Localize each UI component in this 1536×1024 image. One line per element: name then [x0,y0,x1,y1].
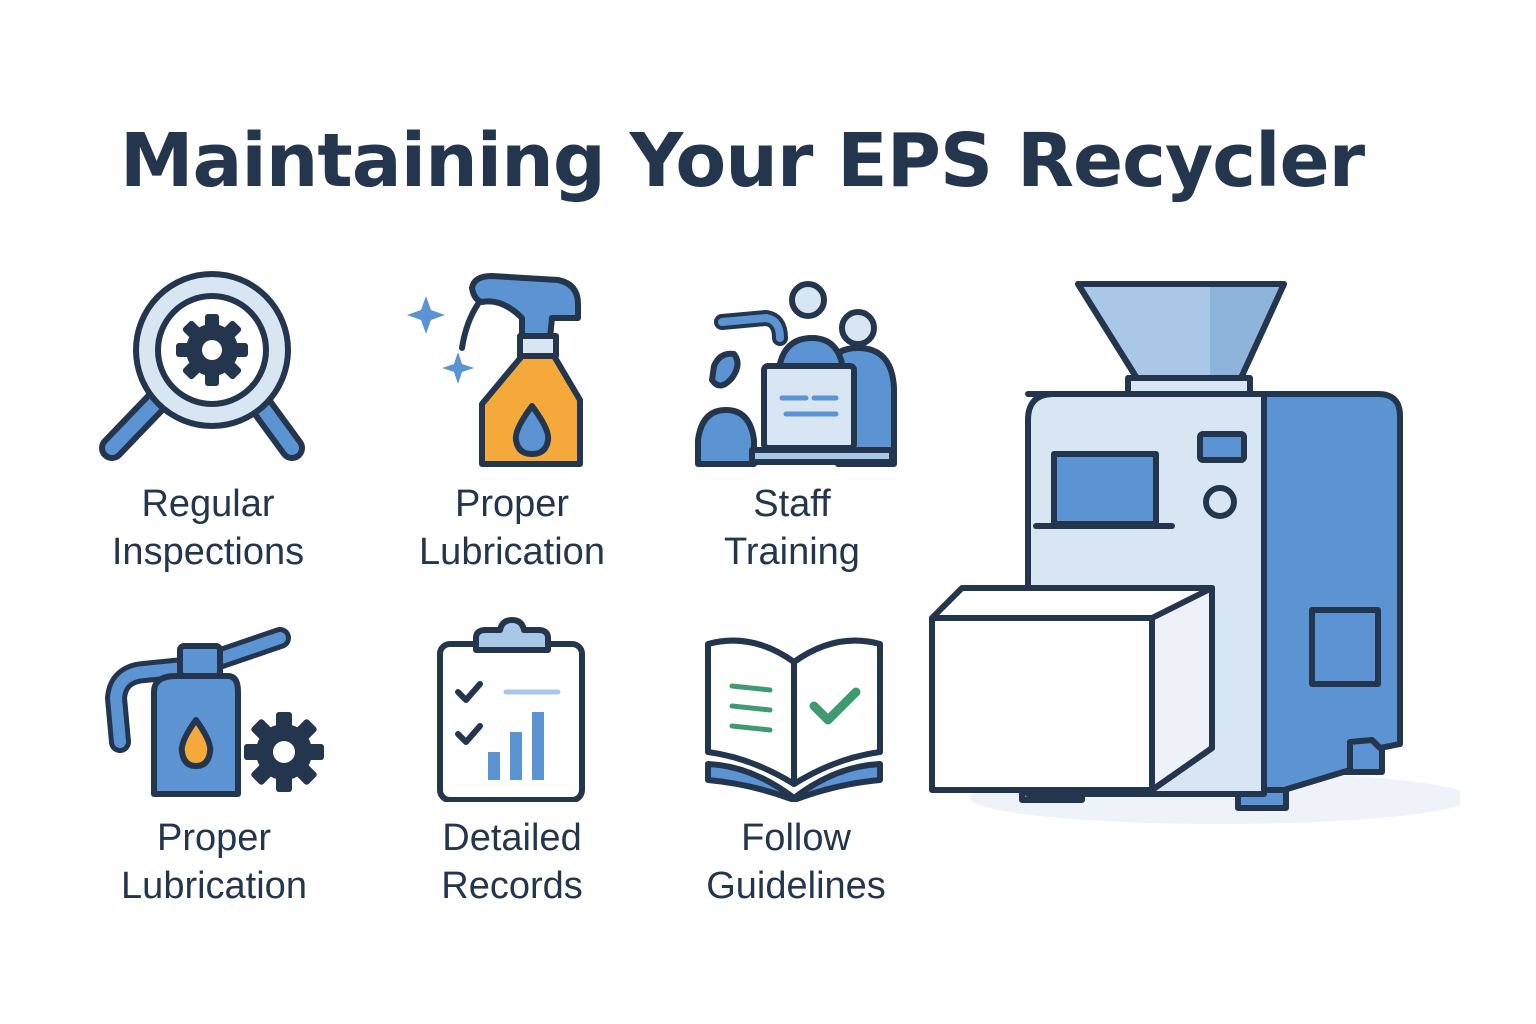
clipboard-chart-icon [437,617,585,802]
oil-can-gear-icon [105,627,324,797]
eps-recycler-machine-icon [929,281,1460,824]
sparkle-icon [407,296,474,384]
check-icon [809,687,861,725]
staff-training-icon [695,281,897,467]
spray-bottle-icon [407,273,583,467]
open-book-check-icon [705,637,883,802]
page-title: Maintaining Your EPS Recycler [119,118,1365,204]
magnifier-gear-icon [99,271,305,461]
